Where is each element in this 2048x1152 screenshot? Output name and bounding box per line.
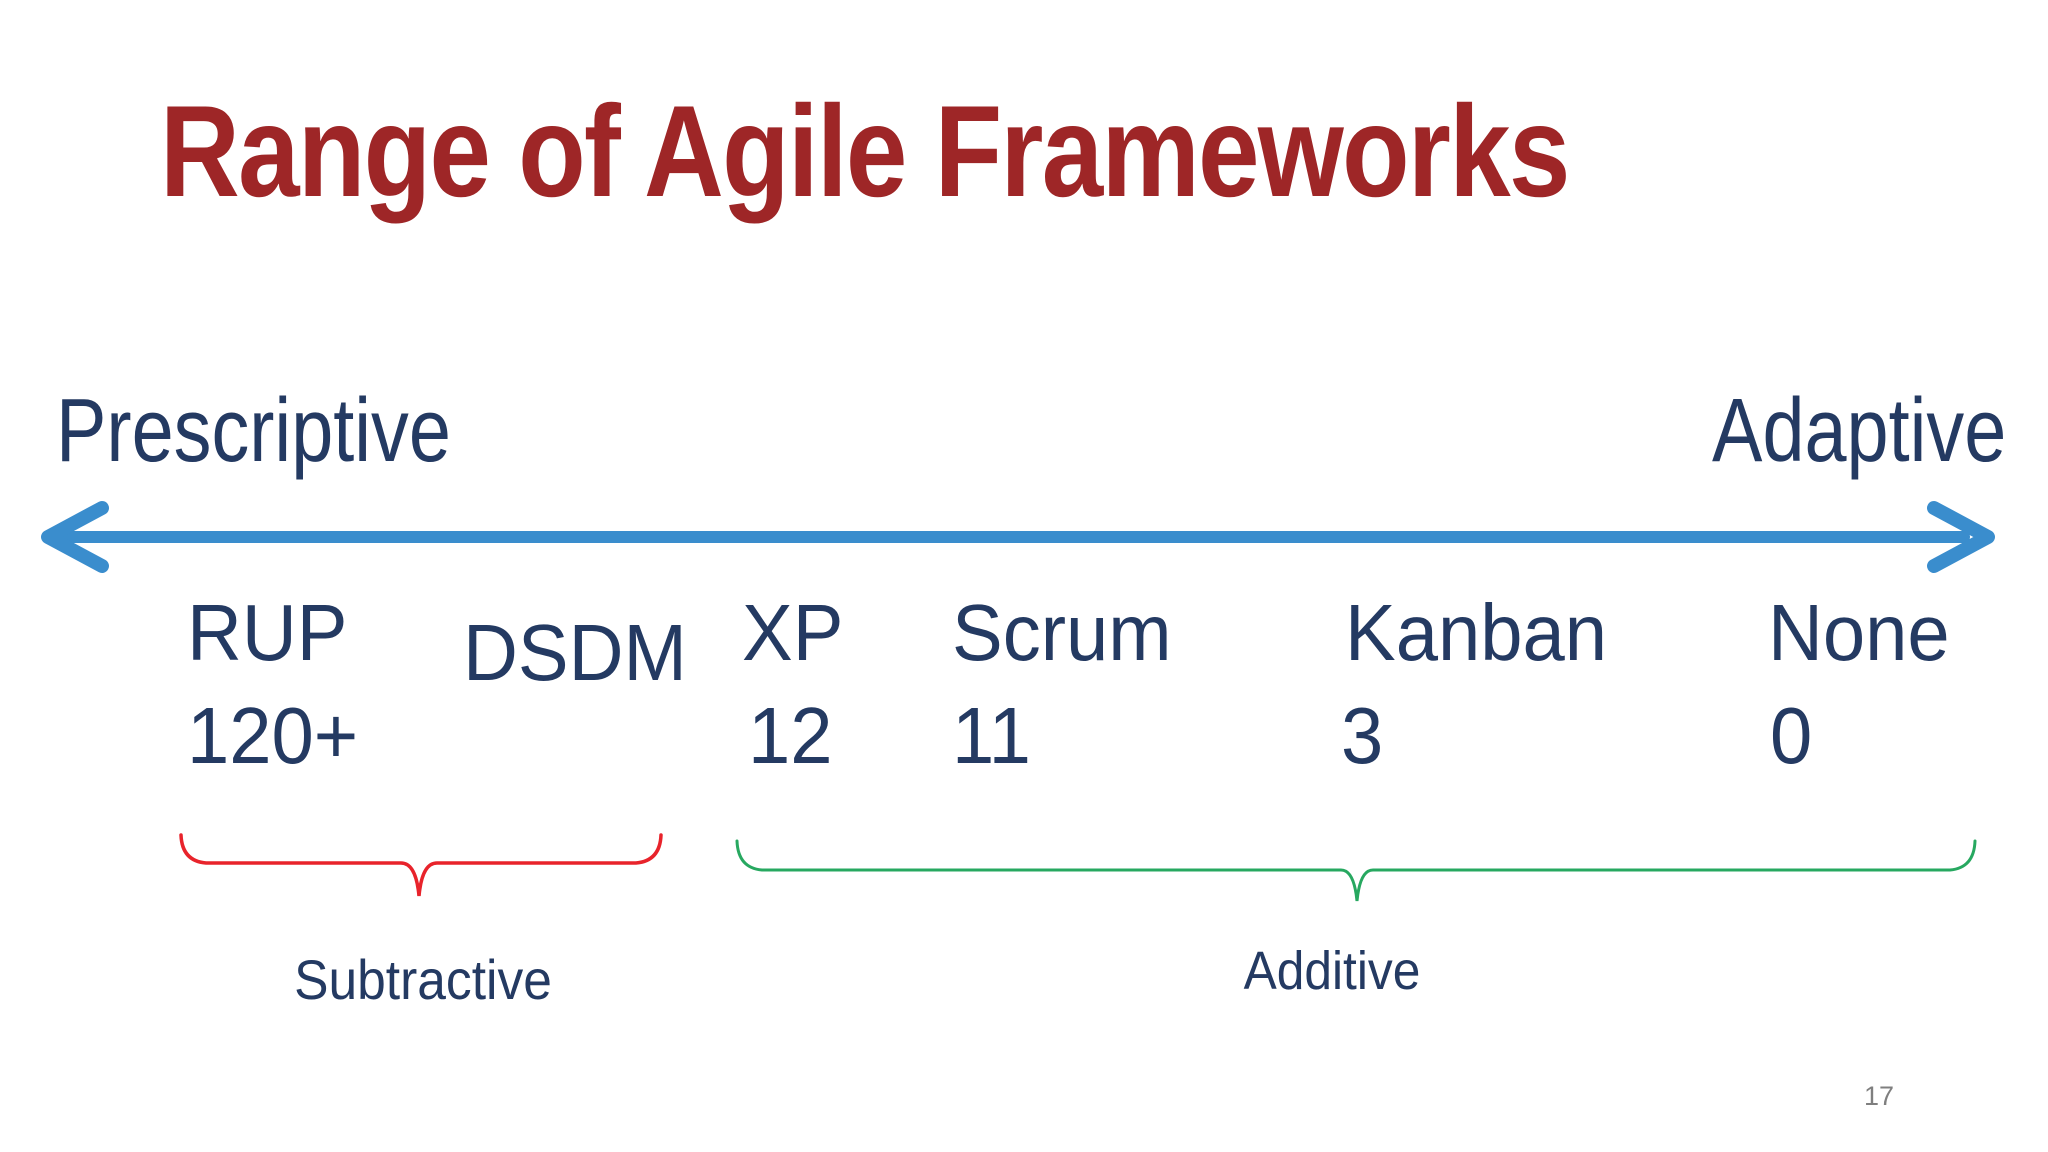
framework-count-kanban: 3 — [1341, 691, 1384, 780]
framework-name-rup: RUP — [187, 588, 348, 677]
arrowhead-right-icon — [1927, 501, 1995, 573]
subtractive-brace-icon — [179, 833, 663, 897]
double-arrow-icon — [41, 501, 1995, 573]
framework-count-scrum: 11 — [952, 691, 1031, 780]
framework-count-none: 0 — [1770, 691, 1813, 780]
page-number: 17 — [1864, 1081, 1895, 1111]
slide-title: Range of Agile Frameworks — [160, 78, 1570, 224]
additive-group-label: Additive — [1243, 941, 1421, 1001]
framework-count-xp: 12 — [748, 691, 833, 780]
spectrum-right-label: Adaptive — [1711, 381, 2006, 481]
spectrum-left-label: Prescriptive — [56, 381, 451, 481]
framework-name-dsdm: DSDM — [463, 608, 687, 697]
framework-name-xp: XP — [742, 588, 844, 677]
framework-count-rup: 120+ — [187, 691, 359, 780]
framework-name-scrum: Scrum — [952, 588, 1172, 677]
additive-brace-icon — [735, 839, 1977, 902]
subtractive-group-label: Subtractive — [294, 948, 552, 1011]
framework-name-kanban: Kanban — [1345, 588, 1608, 677]
framework-name-none: None — [1768, 588, 1950, 677]
arrowhead-left-icon — [41, 501, 109, 573]
